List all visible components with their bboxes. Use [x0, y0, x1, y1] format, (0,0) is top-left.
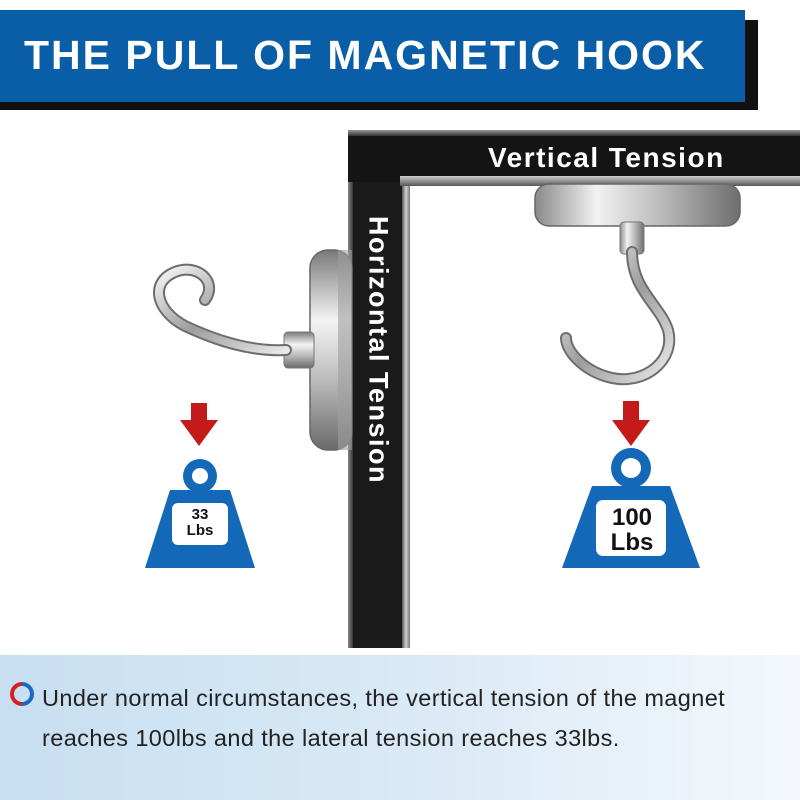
ceiling-edge-top [348, 130, 800, 136]
magnet-ring-icon [10, 682, 34, 706]
weight-33-icon [145, 459, 255, 568]
arrow-down-icon [180, 403, 218, 446]
vertical-magnet [534, 183, 741, 386]
footer-description: Under normal circumstances, the vertical… [42, 685, 726, 751]
arrow-down-icon [612, 401, 650, 446]
horizontal-magnet [153, 249, 353, 451]
weight-100-label: 100 Lbs [610, 504, 654, 557]
title-banner [0, 10, 745, 102]
weight-100-icon [562, 448, 700, 568]
wall-edge [402, 130, 410, 648]
weight-33-label: 33 Lbs [186, 506, 214, 539]
footer-panel [0, 655, 800, 800]
ceiling-edge [400, 176, 800, 186]
ceiling-beam [348, 130, 800, 182]
hook-illustration [145, 183, 741, 568]
vertical-tension-label: Vertical Tension [488, 142, 725, 173]
page-title: THE PULL OF MAGNETIC HOOK [24, 32, 707, 78]
wall-beam [348, 130, 408, 648]
